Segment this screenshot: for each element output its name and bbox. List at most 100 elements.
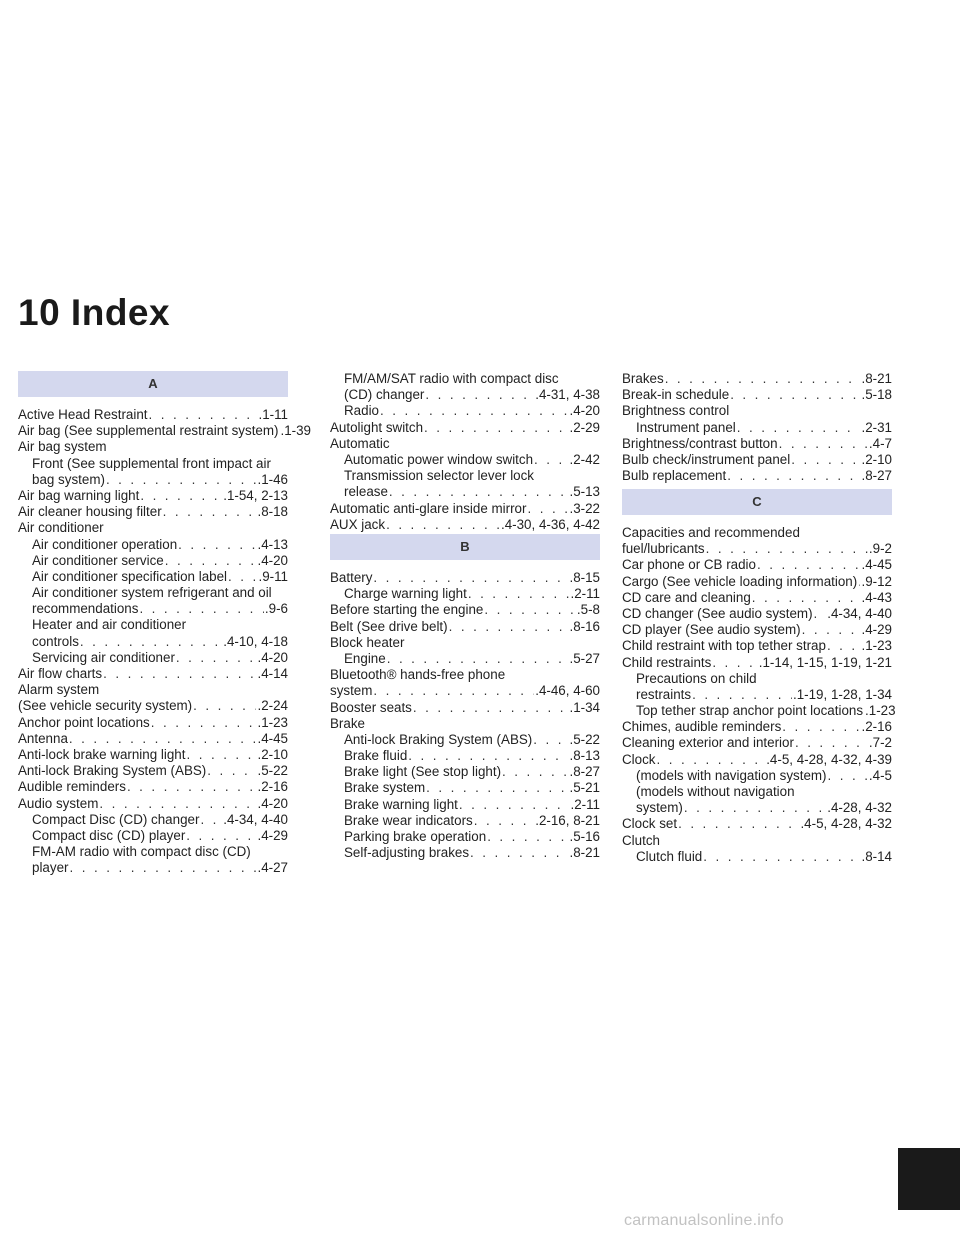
index-entry-pages: .5-18	[861, 387, 892, 403]
dot-leader	[459, 797, 570, 813]
index-entry: Clutch	[622, 833, 892, 849]
index-entry-pages: .9-11	[258, 568, 288, 584]
index-entry: (See vehicle security system).2-24	[18, 698, 288, 714]
watermark: carmanualsonline.info	[624, 1212, 784, 1229]
index-entry: Antenna.4-45	[18, 731, 288, 747]
index-entry-pages: .2-31	[861, 419, 892, 435]
index-entry-term: (models with navigation system)	[636, 767, 827, 783]
index-entry: Transmission selector lever lock	[330, 468, 600, 484]
dot-leader	[802, 622, 861, 638]
index-entry-term: Brake warning light	[344, 796, 458, 812]
index-entry-term: Anti-lock Braking System (ABS)	[344, 731, 533, 747]
dot-leader	[178, 537, 256, 553]
index-entry-term: CD changer (See audio system)	[622, 605, 813, 621]
dot-leader	[193, 698, 256, 714]
index-entry: Capacities and recommended	[622, 525, 892, 541]
index-entry-pages: .2-29	[569, 419, 600, 435]
index-entry-term: Brake fluid	[344, 748, 408, 764]
dot-leader	[791, 452, 860, 468]
index-entry-pages: .4-14	[257, 666, 288, 681]
index-entry: recommendations.9-6	[18, 601, 288, 617]
index-entry-term: Brightness control	[622, 403, 730, 419]
index-entry-pages: .9-12	[861, 573, 892, 589]
index-entry-pages: .2-24	[257, 698, 288, 714]
index-entry: Brightness/contrast button.4-7	[622, 436, 892, 452]
index-entry-term: Automatic anti-glare inside mirror	[330, 500, 527, 516]
index-entry-term: Air cleaner housing filter	[18, 504, 162, 520]
dot-leader	[779, 436, 868, 452]
index-entry: Automatic power window switch.2-42	[330, 452, 600, 468]
index-entry-term: Automatic	[330, 435, 390, 451]
dot-leader	[389, 484, 569, 500]
index-entry-term: FM-AM radio with compact disc (CD)	[32, 844, 251, 860]
index-entry: Automatic anti-glare inside mirror.3-22	[330, 501, 600, 517]
index-entry: Break-in schedule.5-18	[622, 387, 892, 403]
dot-leader	[380, 403, 568, 419]
dot-leader	[207, 763, 256, 779]
index-entry-term: Brake wear indicators	[344, 812, 473, 828]
index-entry: FM-AM radio with compact disc (CD)	[18, 844, 288, 860]
index-entry: Precautions on child	[622, 671, 892, 687]
index-entry-term: Clock	[622, 751, 656, 767]
index-entry-pages: .4-45	[257, 730, 288, 746]
index-entry-term: Chimes, audible reminders	[622, 719, 782, 735]
index-entry-term: Clutch	[622, 832, 660, 848]
index-entry: FM/AM/SAT radio with compact disc	[330, 371, 600, 387]
dot-leader	[106, 472, 257, 488]
index-entry-term: Air bag (See supplemental restraint syst…	[18, 423, 279, 439]
index-entry: Charge warning light.2-11	[330, 586, 600, 602]
index-entry-pages: .4-45	[861, 557, 892, 573]
dot-leader	[127, 779, 257, 795]
index-entry-pages: .8-18	[257, 504, 288, 520]
index-entry: Block heater	[330, 635, 600, 651]
dot-leader	[692, 687, 792, 703]
index-entry-term: Brakes	[622, 371, 664, 386]
index-entry-term: fuel/lubricants	[622, 541, 705, 557]
index-entry-term: Belt (See drive belt)	[330, 618, 448, 634]
dot-leader	[186, 828, 256, 844]
index-entry: Engine.5-27	[330, 651, 600, 667]
index-entry: Top tether strap anchor point locations.…	[622, 703, 896, 719]
index-entry-term: Child restraints	[622, 654, 712, 670]
index-entry: system).4-28, 4-32	[622, 800, 892, 816]
index-entry-term: system)	[636, 800, 683, 816]
index-entry: Heater and air conditioner	[18, 617, 288, 633]
index-entry: Radio.4-20	[330, 403, 600, 419]
index-entry: Air conditioner specification label.9-11	[18, 569, 288, 585]
index-entry-term: Transmission selector lever lock	[344, 468, 535, 484]
dot-leader	[99, 796, 256, 812]
index-entry-pages: .4-10, 4-18	[223, 633, 288, 649]
index-entry-term: Air conditioner service	[32, 552, 164, 568]
index-entry: Battery.8-15	[330, 570, 600, 586]
index-entry-term: Air conditioner operation	[32, 536, 178, 552]
dot-leader	[69, 731, 257, 747]
dot-leader	[757, 557, 860, 573]
index-entry-term: Bulb check/instrument panel	[622, 451, 791, 467]
index-entry-term: controls	[32, 633, 79, 649]
dot-leader	[413, 700, 569, 716]
index-entry: Anchor point locations.1-23	[18, 715, 288, 731]
index-entry-pages: .2-16	[257, 779, 288, 795]
index-entry-pages: .4-7	[868, 435, 892, 451]
index-entry-term: Instrument panel	[636, 419, 736, 435]
dot-leader	[103, 666, 256, 682]
index-entry: Bluetooth® hands-free phone	[330, 667, 600, 683]
index-entry-term: CD player (See audio system)	[622, 622, 801, 638]
dot-leader	[703, 849, 860, 865]
index-entry-term: Autolight switch	[330, 419, 424, 435]
index-entry-pages: .2-11	[570, 586, 600, 602]
index-entry-pages: .8-13	[569, 748, 600, 764]
index-entry: AUX jack.4-30, 4-36, 4-42	[330, 517, 600, 533]
index-entry: Child restraint with top tether strap.1-…	[622, 638, 892, 654]
index-entry-pages: .2-42	[569, 451, 600, 467]
index-entry-pages: .5-16	[569, 829, 600, 844]
dot-leader	[176, 650, 257, 666]
index-entry-term: AUX jack	[330, 516, 386, 532]
index-entry-pages: .4-20	[257, 795, 288, 811]
index-entry: Audible reminders.2-16	[18, 779, 288, 795]
index-entry-term: Capacities and recommended	[622, 525, 800, 540]
index-entry: CD player (See audio system).4-29	[622, 622, 892, 638]
index-entry: controls .4-10, 4-18	[18, 634, 288, 650]
index-entry-term: Bulb replacement	[622, 468, 727, 484]
